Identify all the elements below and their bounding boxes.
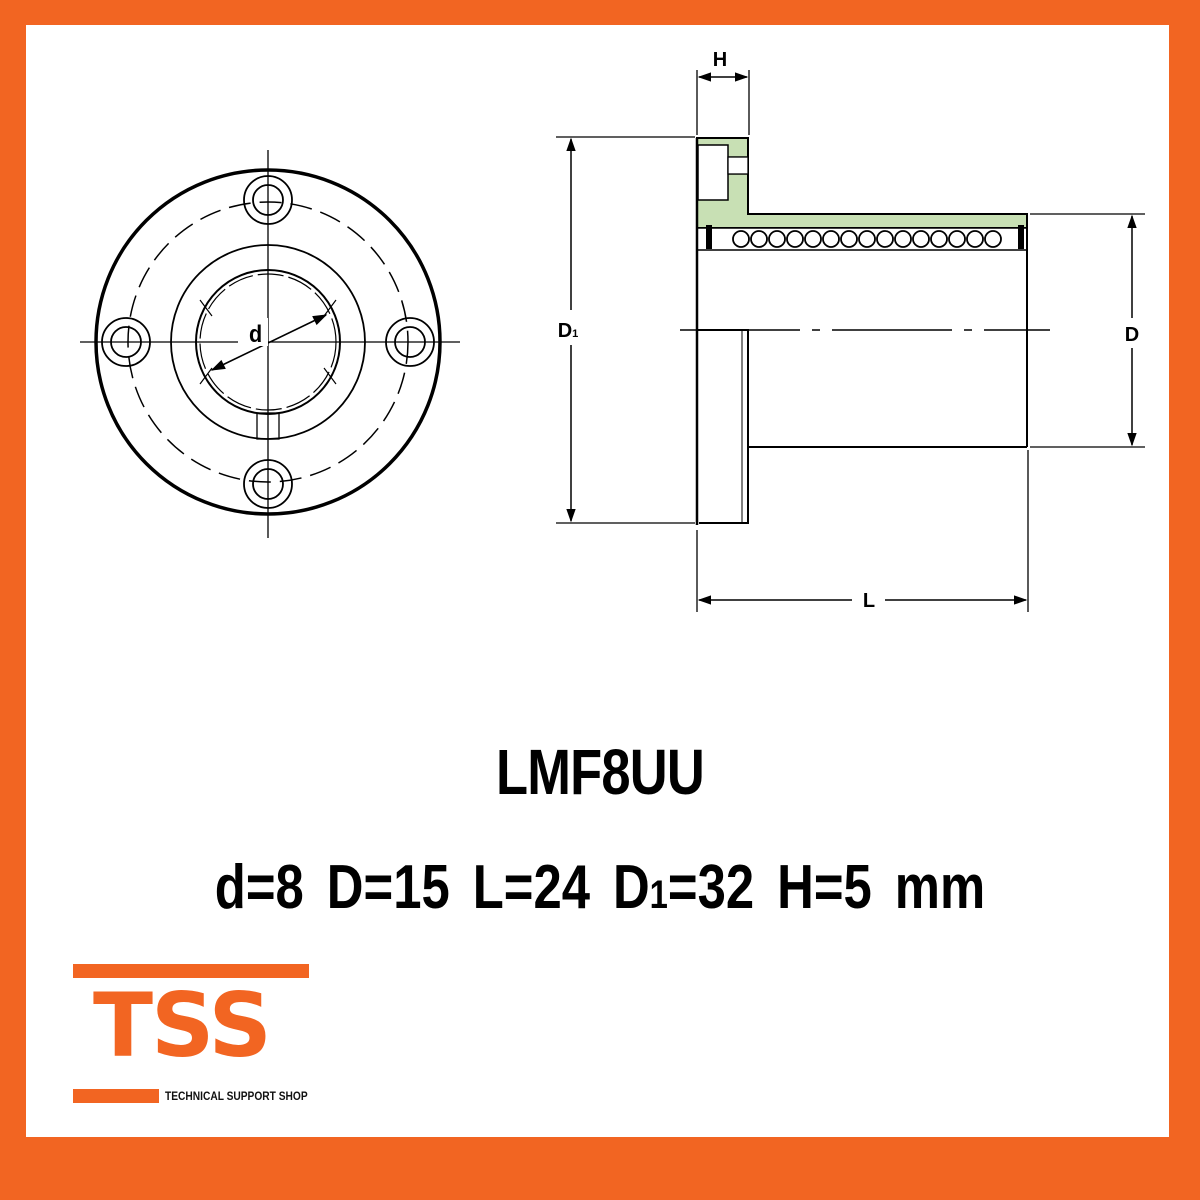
spec-D: D=15: [326, 853, 450, 922]
side-view: [556, 70, 1145, 612]
model-title: LMF8UU: [496, 736, 705, 808]
spec-line: d=8 D=15 L=24 D1=32 H=5 mm: [108, 852, 1092, 923]
spec-d: d=8: [214, 853, 304, 922]
white-panel: [26, 25, 1169, 1137]
logo-top-bar: [73, 964, 309, 978]
spec-D1: D1=32: [612, 853, 755, 922]
spec-H: H=5: [777, 853, 872, 922]
logo-tagline: TECHNICAL SUPPORT SHOP: [165, 1089, 308, 1103]
spec-L: L=24: [472, 853, 591, 922]
spec-unit: mm: [894, 853, 986, 922]
outer-diameter-label: D: [1125, 324, 1139, 346]
length-label: L: [863, 590, 875, 612]
logo-text: TSS: [93, 974, 272, 1077]
logo-tagline-row: TECHNICAL SUPPORT SHOP: [73, 1088, 333, 1104]
bore-dimension-label: d: [249, 320, 262, 347]
flange-diameter-label: D1: [558, 320, 579, 342]
flange-thickness-label: H: [713, 49, 727, 71]
logo-bottom-bar: [73, 1089, 159, 1103]
front-view: [80, 150, 460, 538]
tss-logo: TSS: [73, 964, 313, 1094]
technical-drawing: d: [80, 49, 1145, 612]
